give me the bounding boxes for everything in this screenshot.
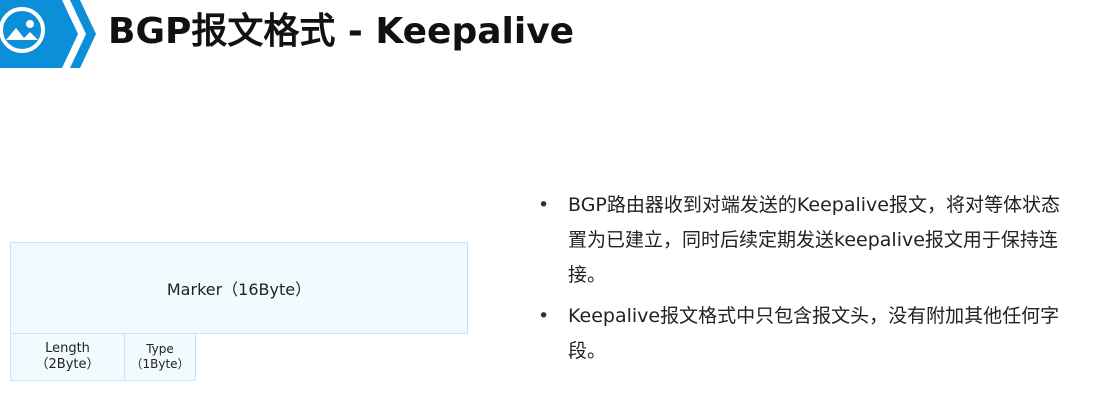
keepalive-packet-format: Marker（16Byte） Length （2Byte） Type （1Byt… — [10, 242, 468, 382]
list-item: • Keepalive报文格式中只包含报文头，没有附加其他任何字段。 — [534, 299, 1074, 369]
bullet-icon: • — [538, 305, 550, 327]
list-item: • BGP路由器收到对端发送的Keepalive报文，将对等体状态置为已建立，同… — [534, 188, 1074, 293]
bullet-icon: • — [538, 194, 550, 216]
marker-label: Marker（16Byte） — [166, 280, 312, 299]
bullet-text: BGP路由器收到对端发送的Keepalive报文，将对等体状态置为已建立，同时后… — [568, 194, 1060, 286]
type-label: Type — [146, 342, 174, 356]
type-size: （1Byte） — [130, 357, 190, 371]
type-field: Type （1Byte） — [124, 333, 196, 381]
length-size: （2Byte） — [35, 357, 100, 372]
image-icon — [0, 0, 96, 68]
description-list: • BGP路由器收到对端发送的Keepalive报文，将对等体状态置为已建立，同… — [534, 188, 1074, 375]
length-field: Length （2Byte） — [10, 333, 125, 381]
length-label: Length — [45, 341, 90, 356]
bullet-text: Keepalive报文格式中只包含报文头，没有附加其他任何字段。 — [568, 305, 1060, 362]
marker-field: Marker（16Byte） — [10, 242, 468, 334]
page-header: BGP报文格式 - Keepalive — [0, 0, 1100, 68]
page-title: BGP报文格式 - Keepalive — [108, 11, 575, 52]
